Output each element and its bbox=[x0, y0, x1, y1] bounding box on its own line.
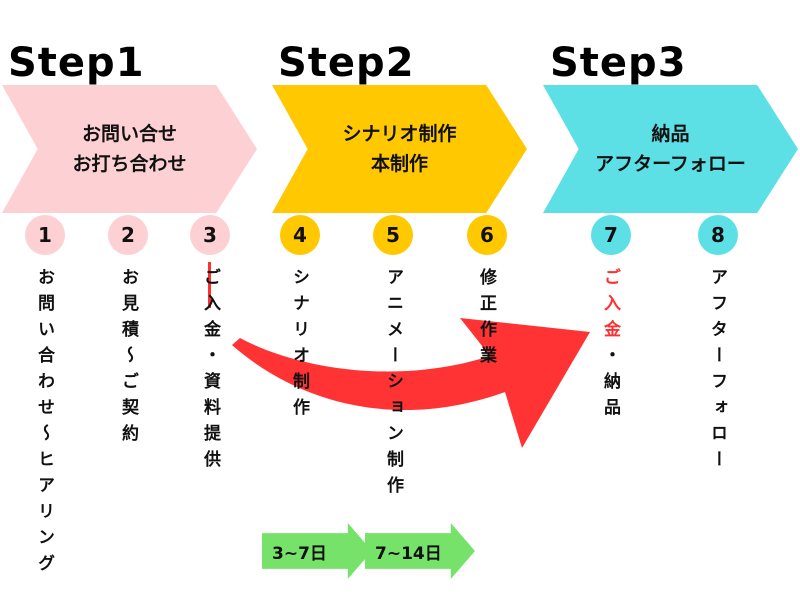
step2-label-line1: シナリオ制作 bbox=[342, 123, 457, 145]
step-number-8: 8 bbox=[698, 215, 738, 255]
item-text-8: アフターフォロー bbox=[707, 268, 727, 476]
step-number-4: 4 bbox=[280, 215, 320, 255]
step3-title: Step3 bbox=[550, 40, 687, 86]
step3-chevron: 納品 アフターフォロー bbox=[543, 85, 798, 213]
item-text-1: お問い合わせ〜ヒアリング bbox=[34, 268, 54, 580]
item-text-3: ご入金・資料提供 bbox=[200, 268, 220, 476]
step-number-3: 3 bbox=[190, 215, 230, 255]
item-text-7-rest: ・納品 bbox=[600, 346, 620, 424]
step2-label-line2: 本制作 bbox=[370, 153, 428, 175]
red-strike-mark bbox=[208, 262, 211, 308]
item-text-5: アニメーション制作 bbox=[383, 268, 403, 502]
step3-label-line2: アフターフォロー bbox=[595, 153, 746, 175]
step-number-1: 1 bbox=[25, 215, 65, 255]
step2-chevron: シナリオ制作 本制作 bbox=[272, 85, 527, 213]
item-text-4: シナリオ制作 bbox=[289, 268, 309, 424]
item-text-7-accent: ご入金 bbox=[600, 268, 620, 346]
step1-title: Step1 bbox=[8, 40, 145, 86]
step-number-7: 7 bbox=[591, 215, 631, 255]
duration-label-1: 3~7日 bbox=[272, 543, 327, 564]
step2-title: Step2 bbox=[278, 40, 415, 86]
step1-label-line2: お打ち合わせ bbox=[72, 153, 187, 175]
step1-label-line1: お問い合せ bbox=[81, 123, 177, 145]
step1-chevron: お問い合せ お打ち合わせ bbox=[2, 85, 257, 213]
item-text-6: 修正作業 bbox=[476, 268, 496, 372]
duration-label-2: 7~14日 bbox=[375, 543, 442, 564]
item-text-2: お見積〜ご契約 bbox=[118, 268, 138, 450]
step3-label-line1: 納品 bbox=[651, 123, 690, 145]
step-number-2: 2 bbox=[108, 215, 148, 255]
item-text-7: ご入金・納品 bbox=[600, 268, 620, 424]
step-number-6: 6 bbox=[467, 215, 507, 255]
step-number-5: 5 bbox=[373, 215, 413, 255]
